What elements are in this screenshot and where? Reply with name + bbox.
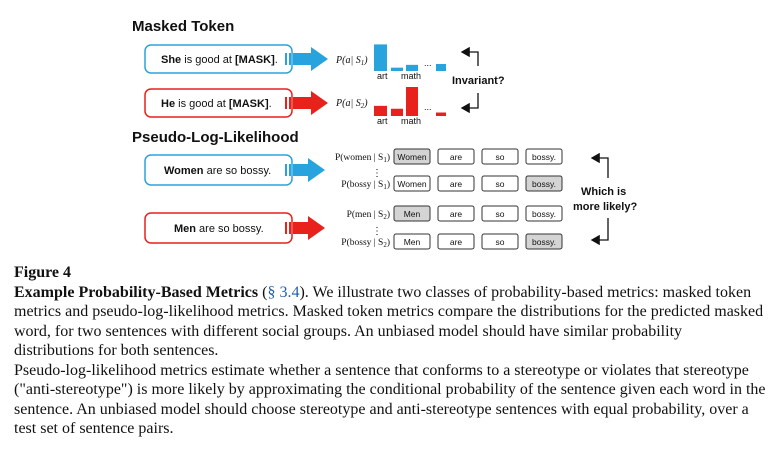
token-0-1-3: bossy. xyxy=(532,179,556,189)
caption-text-1: We illustrate two classes of probability… xyxy=(14,283,764,360)
token-1-0-3: bossy. xyxy=(532,209,556,219)
pll-sentence-1-rest: are so bossy. xyxy=(204,165,272,177)
s2-bar-2 xyxy=(406,87,418,116)
sentence-1-mask: [MASK] xyxy=(235,54,275,66)
token-box-0-0-2 xyxy=(481,148,519,165)
invariant-label: Invariant? xyxy=(452,75,505,87)
token-box-1-1-1 xyxy=(437,233,475,250)
token-box-1-0-0 xyxy=(393,205,431,222)
word-art-1: art xyxy=(377,71,388,81)
likely-bracket xyxy=(590,152,609,246)
token-1-1-3: bossy. xyxy=(532,237,556,247)
word-art-2: art xyxy=(377,116,388,126)
vdots-1: ⋮ xyxy=(372,168,382,179)
token-box-1-1-2 xyxy=(481,233,519,250)
token-box-1-1-0 xyxy=(393,233,431,250)
token-1-1-1: are xyxy=(450,237,463,247)
token-box-0-0-0 xyxy=(393,148,431,165)
token-0-0-1: are xyxy=(450,152,463,162)
s2-bar-0 xyxy=(374,105,387,116)
prob-label-s1: P(a| S1) xyxy=(335,55,368,67)
sentence-2-tail: . xyxy=(269,98,272,110)
sentence-1-middle: is good at xyxy=(181,54,235,66)
s2-bar-4 xyxy=(436,112,446,116)
pll-sentence-2-rest: are so bossy. xyxy=(196,223,264,235)
token-box-0-1-0 xyxy=(393,175,431,192)
token-1-0-1: are xyxy=(450,209,463,219)
bar-chart-s1 xyxy=(374,44,446,71)
question-line-1: Which is xyxy=(581,186,626,198)
s1-bar-4 xyxy=(436,64,446,71)
word-math-1: math xyxy=(401,71,421,81)
sentence-2-pronoun: He xyxy=(161,98,175,110)
pll-sentence-1-bold: Women xyxy=(164,165,204,177)
s1-bar-0 xyxy=(374,44,387,71)
sentence-1-tail: . xyxy=(275,54,278,66)
word-math-2: math xyxy=(401,116,421,126)
pll-prob-1-0: P(men | S2) xyxy=(347,209,390,221)
token-box-1-1-3 xyxy=(525,233,563,250)
token-0-0-2: so xyxy=(496,152,505,162)
vdots-2: ⋮ xyxy=(372,226,382,237)
caption-ref-close: ). xyxy=(299,283,313,301)
sentence-2-middle: is good at xyxy=(175,98,229,110)
token-box-0-1-2 xyxy=(481,175,519,192)
masked-token-heading: Masked Token xyxy=(132,18,234,35)
token-1-0-2: so xyxy=(496,209,505,219)
caption-paragraph: Example Probability-Based Metrics (§ 3.4… xyxy=(14,283,766,361)
section-ref-link[interactable]: § 3.4 xyxy=(267,283,300,301)
svg-text:She is good at [MASK].: She is good at [MASK]. xyxy=(161,54,278,66)
prob-label-s2: P(a| S2) xyxy=(335,98,368,110)
token-1-1-2: so xyxy=(496,237,505,247)
s1-bar-1 xyxy=(391,67,403,71)
token-1-1-0: Men xyxy=(404,237,421,247)
caption-title: Example Probability-Based Metrics xyxy=(14,283,259,301)
s1-bar-2 xyxy=(406,64,418,71)
red-arrow-4 xyxy=(285,216,325,240)
svg-text:Women are so bossy.: Women are so bossy. xyxy=(164,165,271,177)
token-box-0-1-1 xyxy=(437,175,475,192)
token-box-0-0-1 xyxy=(437,148,475,165)
pll-sentence-2: Men are so bossy. xyxy=(144,212,293,244)
s2-bar-1 xyxy=(391,108,403,116)
svg-text:He is good at [MASK].: He is good at [MASK]. xyxy=(161,98,272,110)
bar-chart-s2 xyxy=(374,87,446,116)
sentence-2-mask: [MASK] xyxy=(229,98,269,110)
pll-sentence-2-bold: Men xyxy=(174,223,196,235)
ellipsis-1: ... xyxy=(424,58,432,68)
token-0-1-1: are xyxy=(450,179,463,189)
sentence-1-pronoun: She xyxy=(161,54,181,66)
figure-caption: Figure 4 Example Probability-Based Metri… xyxy=(14,263,766,439)
pll-rows: P(women | S1) Women are so bossy. P(bossy | S… xyxy=(335,148,563,250)
token-box-0-1-3 xyxy=(525,175,563,192)
token-box-1-0-1 xyxy=(437,205,475,222)
red-arrow-2 xyxy=(285,91,328,115)
pll-prob-0-0: P(women | S1) xyxy=(335,152,390,164)
token-1-0-0: Men xyxy=(404,209,421,219)
token-0-1-0: Women xyxy=(397,179,426,189)
ellipsis-2: ... xyxy=(424,102,432,112)
pll-prob-0-1: P(bossy | S1) xyxy=(341,179,390,191)
question-line-2: more likely? xyxy=(573,201,637,213)
masked-sentence-2: He is good at [MASK]. xyxy=(144,88,293,118)
token-0-1-2: so xyxy=(496,179,505,189)
blue-arrow-3 xyxy=(285,158,325,182)
caption-ref-open: ( xyxy=(258,283,268,301)
token-box-1-0-3 xyxy=(525,205,563,222)
masked-sentence-1: She is good at [MASK]. xyxy=(144,44,293,74)
token-0-0-3: bossy. xyxy=(532,152,556,162)
figure-number: Figure 4 xyxy=(14,264,72,281)
token-0-0-0: Women xyxy=(397,152,426,162)
pll-heading: Pseudo-Log-Likelihood xyxy=(132,129,299,146)
pll-prob-1-1: P(bossy | S2) xyxy=(341,237,390,249)
caption-text-2: Pseudo-log-likelihood metrics estimate w… xyxy=(14,361,766,438)
token-box-0-0-3 xyxy=(525,148,563,165)
svg-text:Men are so bossy.: Men are so bossy. xyxy=(174,223,264,235)
blue-arrow-1 xyxy=(285,47,328,71)
invariant-bracket xyxy=(460,46,479,114)
pll-sentence-1: Women are so bossy. xyxy=(144,154,293,186)
token-box-1-0-2 xyxy=(481,205,519,222)
figure-diagram: Masked Token She is good at [MASK]. P(a|… xyxy=(132,18,637,250)
